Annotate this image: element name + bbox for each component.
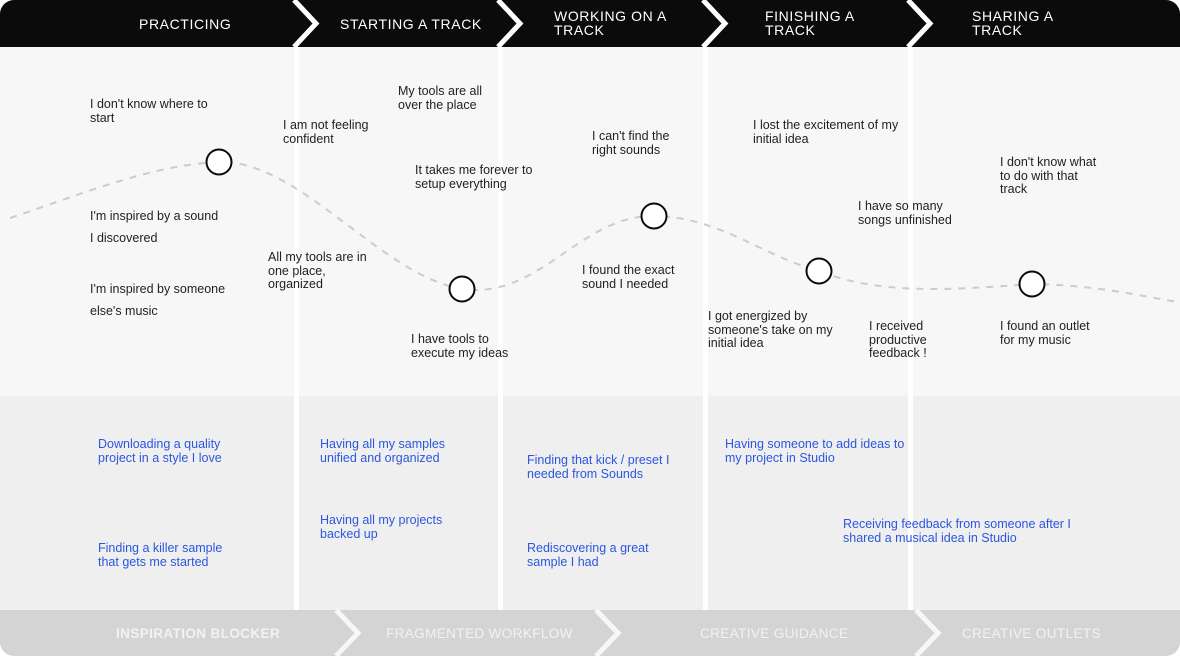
opportunity-quality-project: Downloading a quality project in a style… — [98, 437, 222, 465]
stage-starting-a-track: STARTING A TRACK — [340, 16, 482, 32]
thought-inspired-by-sound: I'm inspired by a sound I discovered — [90, 209, 219, 245]
column-divider — [703, 47, 708, 610]
opportunities-band — [0, 396, 1180, 610]
thought-songs-unfinished: I have so many songs unfinished — [858, 199, 952, 227]
thought-tools-in-one-place: All my tools are in one place, organized — [268, 250, 367, 291]
opportunity-rediscovering-sample: Rediscovering a great sample I had — [527, 541, 649, 569]
thought-lost-excitement: I lost the excitement of my initial idea — [753, 118, 899, 146]
theme-chevron — [334, 608, 362, 656]
thought-found-exact-sound: I found the exact sound I needed — [582, 263, 675, 291]
thought-takes-forever-setup: It takes me forever to setup everything — [415, 163, 533, 191]
column-divider — [498, 47, 503, 610]
theme-chevron — [914, 608, 942, 656]
stage-header-arrows — [292, 0, 934, 47]
theme-creative-guidance: CREATIVE GUIDANCE — [700, 626, 849, 641]
thought-cant-find-sounds: I can't find the right sounds — [592, 129, 670, 157]
stage-working-on-a-track: WORKING ON A TRACK — [554, 8, 667, 38]
column-divider — [294, 47, 299, 610]
column-divider — [908, 47, 913, 610]
thought-tools-all-over: My tools are all over the place — [398, 84, 483, 112]
stage-finishing-a-track: FINISHING A TRACK — [765, 8, 855, 38]
opportunity-someone-add-ideas: Having someone to add ideas to my projec… — [725, 437, 905, 465]
thought-got-energized: I got energized by someone's take on my … — [708, 309, 833, 350]
thought-not-feeling-confident: I am not feeling confident — [283, 118, 369, 146]
stage-chevron — [906, 0, 934, 47]
thought-inspired-by-someone: I'm inspired by someone else's music — [90, 282, 226, 318]
stage-chevron — [496, 0, 524, 47]
thought-found-outlet: I found an outlet for my music — [1000, 319, 1090, 347]
opportunity-receiving-feedback: Receiving feedback from someone after I … — [843, 517, 1071, 545]
thought-dont-know-where-to-start: I don't know where to start — [90, 97, 208, 125]
stage-chevron — [701, 0, 729, 47]
stage-chevron — [292, 0, 320, 47]
theme-inspiration-blocker: INSPIRATION BLOCKER — [116, 626, 281, 641]
theme-creative-outlets: CREATIVE OUTLETS — [962, 626, 1101, 641]
opportunity-samples-unified: Having all my samples unified and organi… — [320, 437, 446, 465]
thought-tools-to-execute: I have tools to execute my ideas — [411, 332, 509, 360]
theme-chevron — [594, 608, 622, 656]
stage-sharing-a-track: SHARING A TRACK — [972, 8, 1053, 38]
theme-footer — [0, 610, 1180, 656]
thought-received-feedback: I received productive feedback ! — [869, 319, 927, 360]
theme-fragmented-workflow: FRAGMENTED WORKFLOW — [386, 626, 573, 641]
opportunity-projects-backed-up: Having all my projects backed up — [320, 513, 443, 541]
stage-practicing: PRACTICING — [139, 16, 232, 32]
opportunity-kick-preset: Finding that kick / preset I needed from… — [527, 453, 670, 481]
stage-header — [0, 0, 1180, 47]
thought-dont-know-what-to-do: I don't know what to do with that track — [1000, 155, 1097, 196]
opportunity-killer-sample: Finding a killer sample that gets me sta… — [98, 541, 223, 569]
